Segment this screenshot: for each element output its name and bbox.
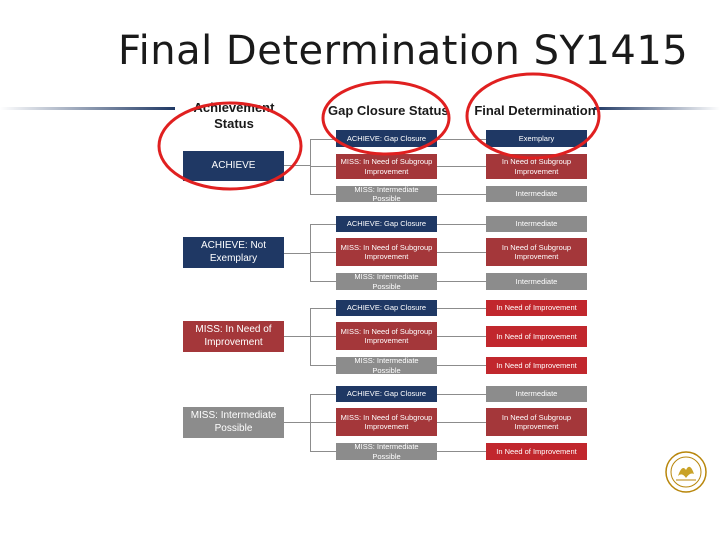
connector: [437, 422, 486, 423]
title-rule-left: [0, 107, 175, 110]
connector: [310, 365, 336, 366]
gap-box: MISS: Intermediate Possible: [336, 442, 437, 461]
gap-box: MISS: In Need of Subgroup Improvement: [336, 408, 437, 436]
connector: [310, 336, 336, 337]
seal-icon: [665, 451, 707, 493]
gap-box: ACHIEVE: Gap Closure: [336, 386, 437, 402]
connector: [310, 394, 311, 452]
connector: [310, 308, 311, 366]
gap-box: MISS: In Need of Subgroup Improvement: [336, 154, 437, 179]
final-box: In Need of Improvement: [486, 326, 587, 347]
connector: [310, 224, 311, 282]
final-box: In Need of Subgroup Improvement: [486, 154, 587, 179]
final-box: In Need of Subgroup Improvement: [486, 238, 587, 266]
gap-box: MISS: Intermediate Possible: [336, 272, 437, 291]
achievement-box-achieve-not-exemplary: ACHIEVE: Not Exemplary: [183, 237, 284, 268]
connector: [437, 252, 486, 253]
highlight-circle-achievement: [157, 101, 303, 191]
connector: [310, 139, 336, 140]
final-box: Intermediate: [486, 186, 587, 202]
final-box: Intermediate: [486, 273, 587, 290]
connector: [284, 422, 310, 423]
final-box: Exemplary: [486, 130, 587, 147]
gap-box: MISS: In Need of Subgroup Improvement: [336, 238, 437, 266]
title-rule-right: [594, 107, 720, 110]
achievement-box-miss-need-improvement: MISS: In Need of Improvement: [183, 321, 284, 352]
final-box: In Need of Improvement: [486, 443, 587, 460]
achievement-box-miss-intermediate: MISS: Intermediate Possible: [183, 407, 284, 438]
highlight-circle-gap: [321, 80, 451, 156]
gap-box: MISS: Intermediate Possible: [336, 356, 437, 375]
achievement-box-achieve: ACHIEVE: [183, 151, 284, 181]
gap-box: MISS: In Need of Subgroup Improvement: [336, 322, 437, 350]
connector: [310, 194, 336, 195]
connector: [437, 224, 486, 225]
connector: [437, 139, 486, 140]
final-box: In Need of Improvement: [486, 357, 587, 374]
connector: [437, 451, 486, 452]
connector: [310, 394, 336, 395]
connector: [437, 394, 486, 395]
page-title: Final Determination SY1415: [118, 28, 689, 74]
gap-box: ACHIEVE: Gap Closure: [336, 300, 437, 316]
connector: [310, 308, 336, 309]
gap-closure-header: Gap Closure Status: [328, 103, 449, 118]
connector: [437, 365, 486, 366]
gap-box: ACHIEVE: Gap Closure: [336, 130, 437, 147]
final-box: In Need of Improvement: [486, 300, 587, 316]
gap-box: MISS: Intermediate Possible: [336, 185, 437, 203]
connector: [437, 281, 486, 282]
connector: [284, 165, 310, 166]
final-box: In Need of Subgroup Improvement: [486, 408, 587, 436]
final-box: Intermediate: [486, 216, 587, 232]
connector: [284, 336, 310, 337]
highlight-circle-final: [465, 72, 601, 160]
connector: [437, 308, 486, 309]
connector: [437, 336, 486, 337]
connector: [310, 281, 336, 282]
connector: [284, 253, 310, 254]
connector: [310, 224, 336, 225]
gap-box: ACHIEVE: Gap Closure: [336, 216, 437, 232]
final-box: Intermediate: [486, 386, 587, 402]
connector: [310, 451, 336, 452]
connector: [310, 252, 336, 253]
connector: [437, 166, 486, 167]
connector: [310, 166, 336, 167]
connector: [437, 194, 486, 195]
connector: [310, 422, 336, 423]
final-determination-header: Final Determination: [474, 103, 596, 118]
